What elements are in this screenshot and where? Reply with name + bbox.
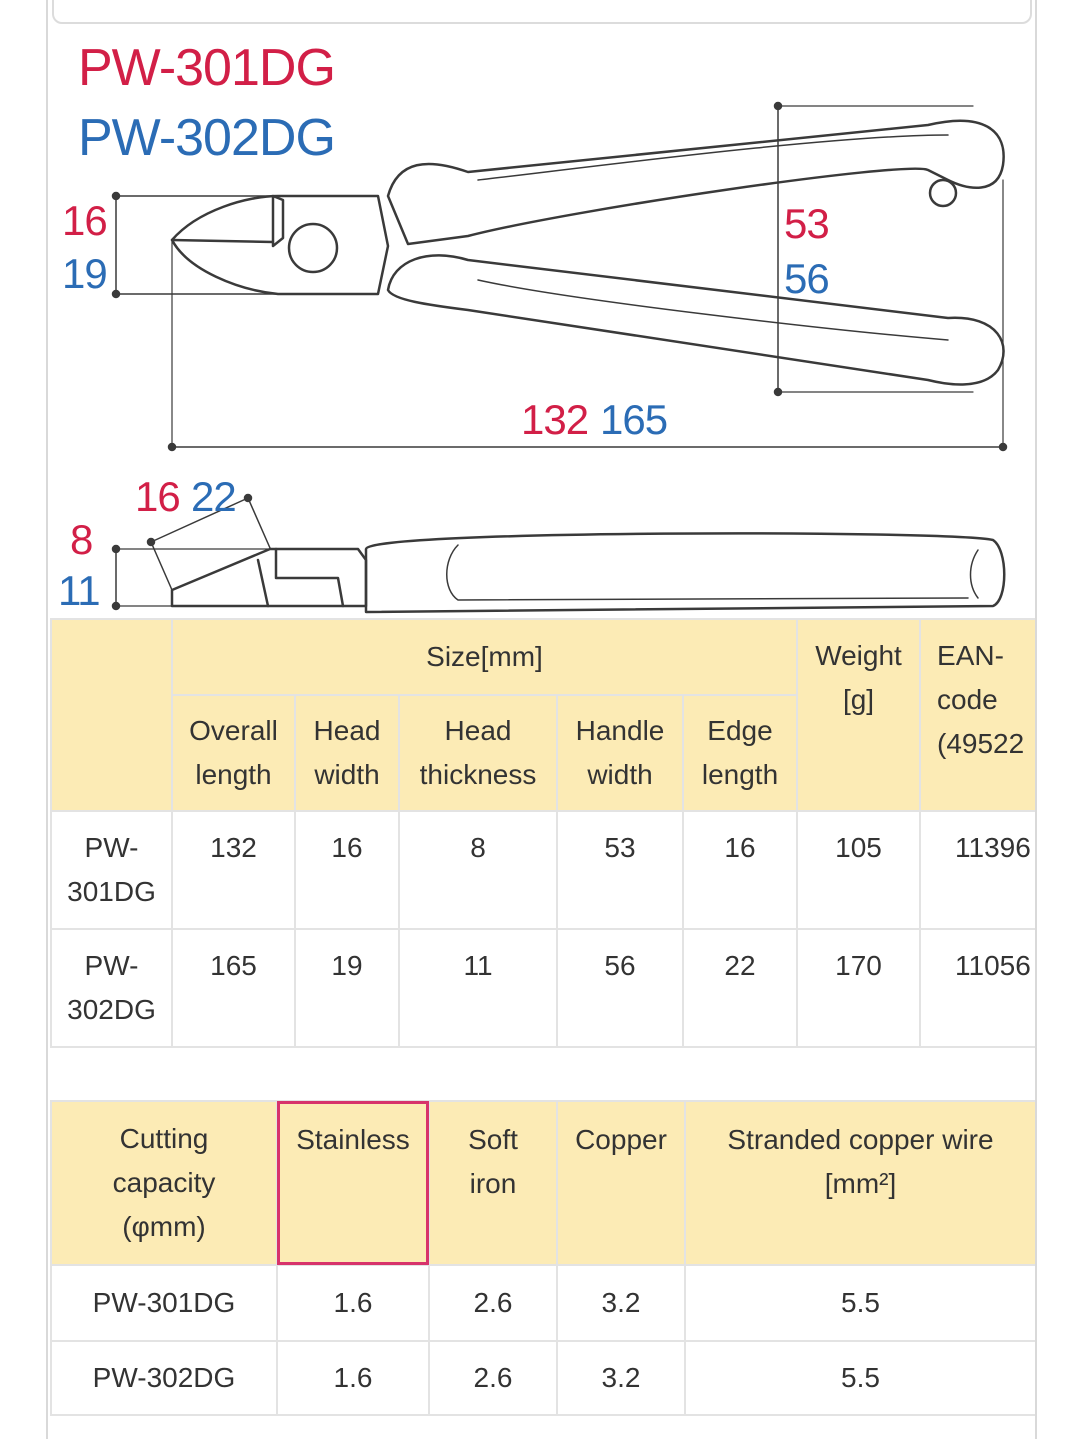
- table-row: PW-301DG 1.6 2.6 3.2 5.5: [50, 1264, 1035, 1342]
- stranded-copper-header: Stranded copper wire [mm²]: [684, 1100, 1035, 1266]
- handle-width-red-label: 53: [784, 200, 830, 247]
- size-header: Size[mm]: [170, 618, 799, 696]
- handle-width-header: Handle width: [556, 694, 684, 812]
- model-name-blue: PW-302DG: [78, 109, 336, 167]
- weight-header: Weight [g]: [796, 618, 922, 812]
- product-spec-panel: PW-301DG PW-302DG 16 19 53 56 132 165 16…: [46, 0, 1037, 1439]
- weight-cell: 105: [796, 810, 922, 930]
- overall-length-cell: 132: [171, 810, 296, 930]
- head-thickness-red-label: 8: [70, 516, 93, 563]
- stainless-cell: 1.6: [276, 1264, 430, 1342]
- edge-length-cell: 16: [681, 810, 799, 930]
- stranded-copper-cell: 5.5: [684, 1264, 1035, 1342]
- head-thickness-cell: 11: [398, 928, 558, 1048]
- pliers-drawing: [111, 101, 1008, 614]
- table-row: PW-302DG 1.6 2.6 3.2 5.5: [50, 1340, 1035, 1416]
- head-width-blue-label: 19: [62, 250, 108, 297]
- weight-cell: 170: [796, 928, 922, 1048]
- copper-cell: 3.2: [556, 1264, 686, 1342]
- model-cell: PW-301DG: [50, 1264, 278, 1342]
- head-thickness-cell: 8: [398, 810, 558, 930]
- head-width-header: Head width: [294, 694, 400, 812]
- head-thickness-blue-label: 11: [58, 567, 101, 614]
- ean-cell: 11056: [919, 928, 1035, 1048]
- overall-length-red-label: 132: [521, 396, 589, 443]
- edge-length-blue-label: 22: [191, 473, 237, 520]
- head-width-red-label: 16: [62, 197, 108, 244]
- overall-length-blue-label: 165: [600, 396, 668, 443]
- handle-width-blue-label: 56: [784, 255, 830, 302]
- edge-length-red-label: 16: [135, 473, 181, 520]
- cutting-capacity-table: Cutting capacity (φmm) Stainless Soft ir…: [50, 1100, 1035, 1416]
- model-name-red: PW-301DG: [78, 39, 336, 97]
- copper-header: Copper: [556, 1100, 686, 1266]
- model-header-cell: [50, 618, 173, 812]
- table-row: PW-301DG 132 16 8 53 16 105 11396: [50, 810, 1035, 930]
- edge-length-header: Edge length: [681, 694, 799, 812]
- ean-header: EAN-code (49522: [919, 618, 1035, 812]
- model-cell: PW-302DG: [50, 1340, 278, 1416]
- cutting-capacity-header: Cutting capacity (φmm): [50, 1100, 278, 1266]
- model-cell: PW-302DG: [50, 928, 173, 1048]
- stranded-copper-cell: 5.5: [684, 1340, 1035, 1416]
- size-spec-table: Size[mm] Weight [g] EAN-code (49522 Over…: [50, 618, 1035, 1048]
- soft-iron-header: Soft iron: [428, 1100, 558, 1266]
- copper-cell: 3.2: [556, 1340, 686, 1416]
- soft-iron-cell: 2.6: [428, 1264, 558, 1342]
- soft-iron-cell: 2.6: [428, 1340, 558, 1416]
- table-row: PW-302DG 165 19 11 56 22 170 11056: [50, 928, 1035, 1048]
- head-thickness-header: Head thickness: [398, 694, 558, 812]
- overall-length-header: Overall length: [171, 694, 296, 812]
- handle-width-cell: 53: [556, 810, 684, 930]
- model-cell: PW-301DG: [50, 810, 173, 930]
- head-width-cell: 16: [294, 810, 400, 930]
- table-spacer: [50, 1052, 1035, 1100]
- ean-cell: 11396: [919, 810, 1035, 930]
- previous-card-edge: [52, 0, 1032, 24]
- head-width-cell: 19: [294, 928, 400, 1048]
- stainless-cell: 1.6: [276, 1340, 430, 1416]
- stainless-header: Stainless: [276, 1100, 430, 1266]
- pliers-diagram: PW-301DG PW-302DG 16 19 53 56 132 165 16…: [48, 0, 1035, 618]
- overall-length-cell: 165: [171, 928, 296, 1048]
- edge-length-cell: 22: [681, 928, 799, 1048]
- handle-width-cell: 56: [556, 928, 684, 1048]
